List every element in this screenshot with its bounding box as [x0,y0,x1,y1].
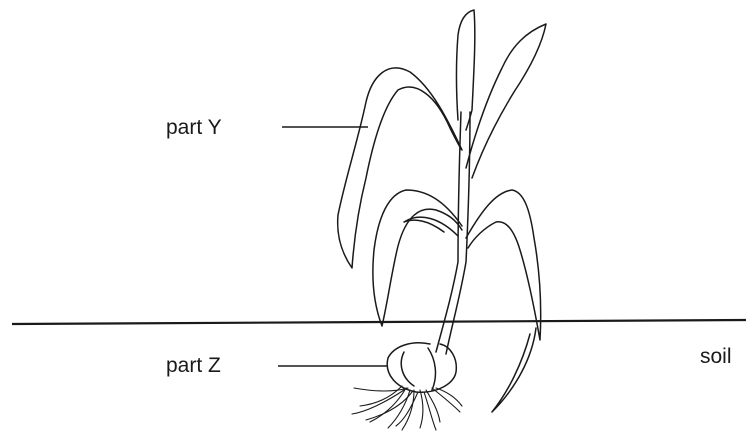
soil-label: soil [700,346,732,367]
stem [436,112,470,354]
leaf-right-low [466,190,541,340]
roots [352,386,462,430]
bulb-scale [401,348,435,390]
part-y-label: part Y [166,117,222,138]
leaf-upright [457,10,475,130]
plant [338,10,546,430]
bulb [387,343,456,392]
soil-line [12,320,746,324]
leaf-right-upper [466,24,546,178]
leaf-right-tip [492,328,536,412]
part-z-label: part Z [166,355,221,376]
leaf-left-small [404,217,458,236]
